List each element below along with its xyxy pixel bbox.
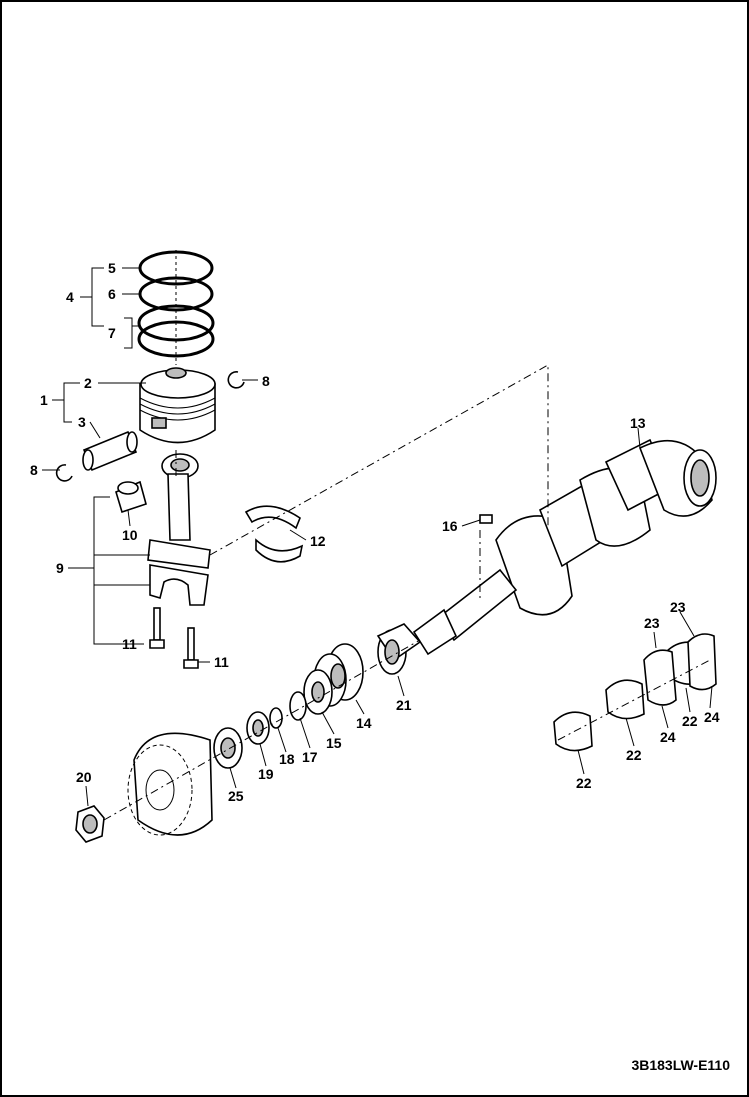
- woodruff-key[interactable]: [479, 514, 493, 524]
- callout-2: 2: [84, 375, 92, 391]
- callout-5: 5: [108, 260, 116, 276]
- callout-18: 18: [279, 751, 295, 767]
- callout-10: 10: [122, 527, 138, 543]
- collar-19[interactable]: [246, 711, 270, 745]
- callout-25: 25: [228, 788, 244, 804]
- snap-ring-left[interactable]: [55, 464, 73, 482]
- callout-8-left: 8: [30, 462, 38, 478]
- callout-4: 4: [66, 289, 74, 305]
- callout-22-a: 22: [576, 775, 592, 791]
- callout-21: 21: [396, 697, 412, 713]
- assembly-center-lines: [103, 364, 711, 821]
- thrust-washer-23[interactable]: [643, 633, 717, 706]
- piston[interactable]: [139, 367, 216, 444]
- con-rod-bolts[interactable]: [149, 607, 199, 669]
- callout-16: 16: [442, 518, 458, 534]
- crank-pulley[interactable]: [127, 732, 213, 836]
- crankshaft[interactable]: [412, 438, 717, 656]
- con-rod-bearing[interactable]: [244, 505, 304, 563]
- callout-1: 1: [40, 392, 48, 408]
- callout-11-right: 11: [214, 654, 229, 670]
- callout-19: 19: [258, 766, 274, 782]
- callout-24-b: 24: [704, 709, 720, 725]
- callout-22-b: 22: [626, 747, 642, 763]
- connecting-rod[interactable]: [147, 453, 211, 606]
- callout-3: 3: [78, 414, 86, 430]
- thrust-washer-17[interactable]: [289, 691, 307, 721]
- callout-24-a: 24: [660, 729, 676, 745]
- main-bearing-a[interactable]: [553, 711, 593, 752]
- callout-13: 13: [630, 415, 646, 431]
- callout-labels: 5 4 6 7 2 1 3 8 8 10 12 9 11 11 13 16 21…: [30, 260, 720, 804]
- callout-23-b: 23: [670, 599, 686, 615]
- piston-rings[interactable]: [137, 250, 215, 365]
- oil-seal-25[interactable]: [213, 727, 243, 769]
- crank-gear-21[interactable]: [376, 623, 422, 675]
- callout-14: 14: [356, 715, 372, 731]
- oil-pump-gear[interactable]: [303, 669, 333, 715]
- callout-22-c: 22: [682, 713, 698, 729]
- callout-17: 17: [302, 749, 318, 765]
- main-bearing-b[interactable]: [605, 679, 645, 720]
- crank-nut[interactable]: [75, 805, 105, 843]
- piston-pin[interactable]: [82, 430, 138, 472]
- small-end-bushing[interactable]: [115, 480, 147, 514]
- callout-7: 7: [108, 325, 116, 341]
- callout-15: 15: [326, 735, 342, 751]
- callout-12: 12: [310, 533, 326, 549]
- drawing-code: 3B183LW-E110: [631, 1057, 730, 1073]
- callout-20: 20: [76, 769, 92, 785]
- callout-23-a: 23: [644, 615, 660, 631]
- callout-9: 9: [56, 560, 64, 576]
- callout-8-right: 8: [262, 373, 270, 389]
- callout-6: 6: [108, 286, 116, 302]
- leader-lines: [42, 267, 713, 807]
- o-ring-18[interactable]: [269, 707, 283, 729]
- callout-11-left: 11: [122, 636, 137, 652]
- snap-ring-right[interactable]: [227, 371, 245, 389]
